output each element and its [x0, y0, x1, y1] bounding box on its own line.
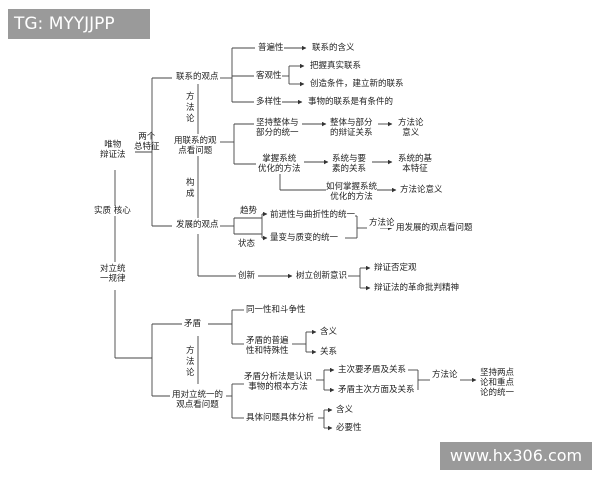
- node-critical-spirit: 辩证法的革命批判精神: [374, 283, 460, 293]
- node-diversity: 多样性: [256, 97, 282, 107]
- node-identity-struggle: 同一性和斗争性: [246, 305, 306, 315]
- node-unity-law: 对立统 一规律: [100, 264, 126, 284]
- node-contradiction-relation: 关系: [320, 347, 338, 357]
- edge-trend: 趋势: [240, 206, 258, 216]
- node-universality: 普遍性: [258, 43, 284, 53]
- node-methodology-dev: 方法论: [369, 218, 395, 228]
- node-primary-secondary: 主次要矛盾及关系: [338, 365, 407, 375]
- node-aspects: 矛盾主次方面及关系: [338, 385, 415, 395]
- node-two-point: 坚持两点 论和重点 论的统一: [480, 368, 515, 398]
- node-grasp-real: 把握真实联系: [310, 61, 362, 71]
- node-system-features: 系统的基 本特征: [398, 154, 433, 174]
- node-progress-tortuous: 前进性与曲折性的统一: [270, 210, 356, 220]
- node-universality-particularity: 矛盾的普遍 性和特殊性: [246, 336, 289, 356]
- node-innovation: 创新: [238, 271, 256, 281]
- edge-composition: 构 成: [186, 178, 195, 200]
- node-view-connection: 用联系的观 点看问题: [174, 136, 217, 156]
- node-create-conditions: 创造条件，建立新的联系: [310, 79, 404, 89]
- node-dialectical-negation: 辩证否定观: [374, 263, 417, 273]
- edge-essence-core: 实质 核心: [94, 206, 131, 216]
- root-node: 唯物 辩证法: [100, 140, 126, 160]
- bottom-right-watermark: www.hx306.com: [440, 442, 592, 470]
- node-whole-part-rel: 整体与部分 的辩证关系: [330, 118, 373, 138]
- node-quant-qual: 量变与质变的统一: [270, 233, 339, 243]
- node-analysis-method: 矛盾分析法是认识 事物的根本方法: [244, 372, 313, 392]
- node-conditional: 事物的联系是有条件的: [308, 97, 394, 107]
- node-system-opt: 掌握系统 优化的方法: [258, 154, 301, 174]
- node-how-master: 如何掌握系统 优化的方法: [326, 182, 378, 202]
- node-how-master-method: 方法论意义: [400, 185, 443, 195]
- edge-methodology-2: 方 法 论: [186, 346, 195, 379]
- node-methodology-unity: 方法论: [432, 370, 458, 380]
- node-whole-part-method: 方法论 意义: [398, 118, 424, 138]
- edge-state: 状态: [238, 239, 256, 249]
- node-concrete-analysis: 具体问题具体分析: [246, 413, 315, 423]
- node-concrete-necessity: 必要性: [336, 423, 362, 433]
- node-whole-part: 坚持整体与 部分的统一: [256, 118, 299, 138]
- node-concrete-meaning: 含义: [336, 405, 354, 415]
- edge-methodology-1: 方 法 论: [186, 92, 195, 125]
- node-system-elements: 系统与要 素的关系: [332, 154, 367, 174]
- node-view-unity: 用对立统一的 观点看问题: [172, 390, 224, 410]
- node-view-development: 用发展的观点看问题: [396, 223, 473, 233]
- node-connection-meaning: 联系的含义: [312, 43, 355, 53]
- node-connection-view: 联系的观点: [176, 72, 219, 82]
- node-contradiction-meaning: 含义: [320, 327, 338, 337]
- node-contradiction: 矛盾: [184, 319, 202, 329]
- node-development-view: 发展的观点: [176, 220, 219, 230]
- edge-two-features: 两个 总特征: [134, 132, 160, 152]
- node-objectivity: 客观性: [256, 71, 282, 81]
- node-innovation-consciousness: 树立创新意识: [296, 271, 348, 281]
- top-left-watermark: TG: MYYJJPP: [8, 9, 150, 39]
